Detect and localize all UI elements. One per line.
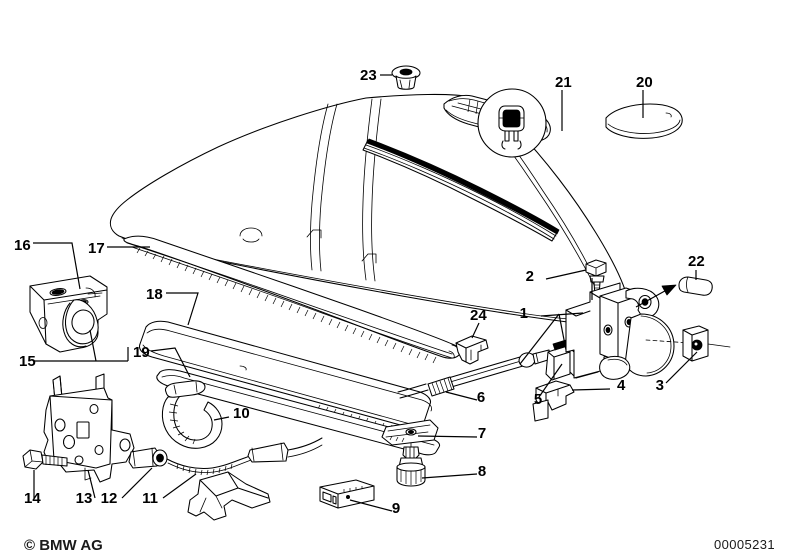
copyright-notice: © BMW AG (24, 537, 103, 554)
callout-label-22: 22 (688, 253, 705, 270)
part-8-rubber-mounted-bolt (396, 439, 426, 487)
hood-latch-mechanism-body (565, 282, 691, 380)
detail-circle-seal-profile-section (477, 88, 547, 158)
part-10-cable-retaining-strap (161, 380, 223, 449)
part-12-cable-nipple-sleeve (128, 447, 168, 469)
part-9-hood-switch-block (319, 479, 375, 509)
callout-label-18: 18 (146, 286, 163, 303)
callout-label-13: 13 (76, 490, 93, 507)
part-17-front-hood-seal (123, 235, 461, 364)
part-14-hex-bolt (22, 449, 68, 470)
callout-leader-lines (33, 74, 698, 512)
callout-label-9: 9 (392, 500, 400, 517)
callout-label-10: 10 (233, 405, 250, 422)
callout-label-4: 4 (617, 377, 626, 394)
callout-label-7: 7 (478, 425, 486, 442)
part-18-hood-insulation-pad (139, 320, 432, 432)
part-24-cable-guide-clip (455, 335, 489, 365)
callout-label-1: 1 (520, 305, 528, 322)
part-6-bowden-cable-sleeve (397, 349, 552, 399)
part-23-sealing-grommet-cap (391, 65, 421, 90)
part-20-oval-sealing-pad (605, 103, 683, 139)
callout-label-8: 8 (478, 463, 486, 480)
callout-label-3: 3 (656, 377, 664, 394)
callout-label-19: 19 (133, 344, 150, 361)
callout-label-6: 6 (477, 389, 485, 406)
callout-label-14: 14 (24, 490, 41, 507)
callout-label-24: 24 (470, 307, 487, 324)
callout-label-5: 5 (534, 391, 542, 408)
callout-label-11: 11 (142, 490, 158, 507)
part-19-edge-trim-strip (156, 369, 441, 456)
callout-label-21: 21 (555, 74, 572, 91)
callout-labels: 1 2 3 4 5 6 7 8 9 10 11 12 13 14 15 16 1… (14, 67, 705, 517)
callout-label-20: 20 (636, 74, 653, 91)
part-7-hood-support-mount (381, 419, 439, 446)
drawing-number: 00005231 (714, 537, 775, 552)
callout-label-2: 2 (526, 268, 534, 285)
part-11-release-cable (166, 437, 323, 521)
callout-label-23: 23 (360, 67, 377, 84)
callout-label-15: 15 (19, 353, 36, 370)
part-22-hinge-pin-bushing (635, 276, 713, 308)
callout-label-12: 12 (101, 490, 118, 507)
part-3-rubber-buffer-stop (682, 325, 731, 362)
callout-label-16: 16 (14, 237, 31, 254)
callout-label-17: 17 (88, 240, 105, 257)
